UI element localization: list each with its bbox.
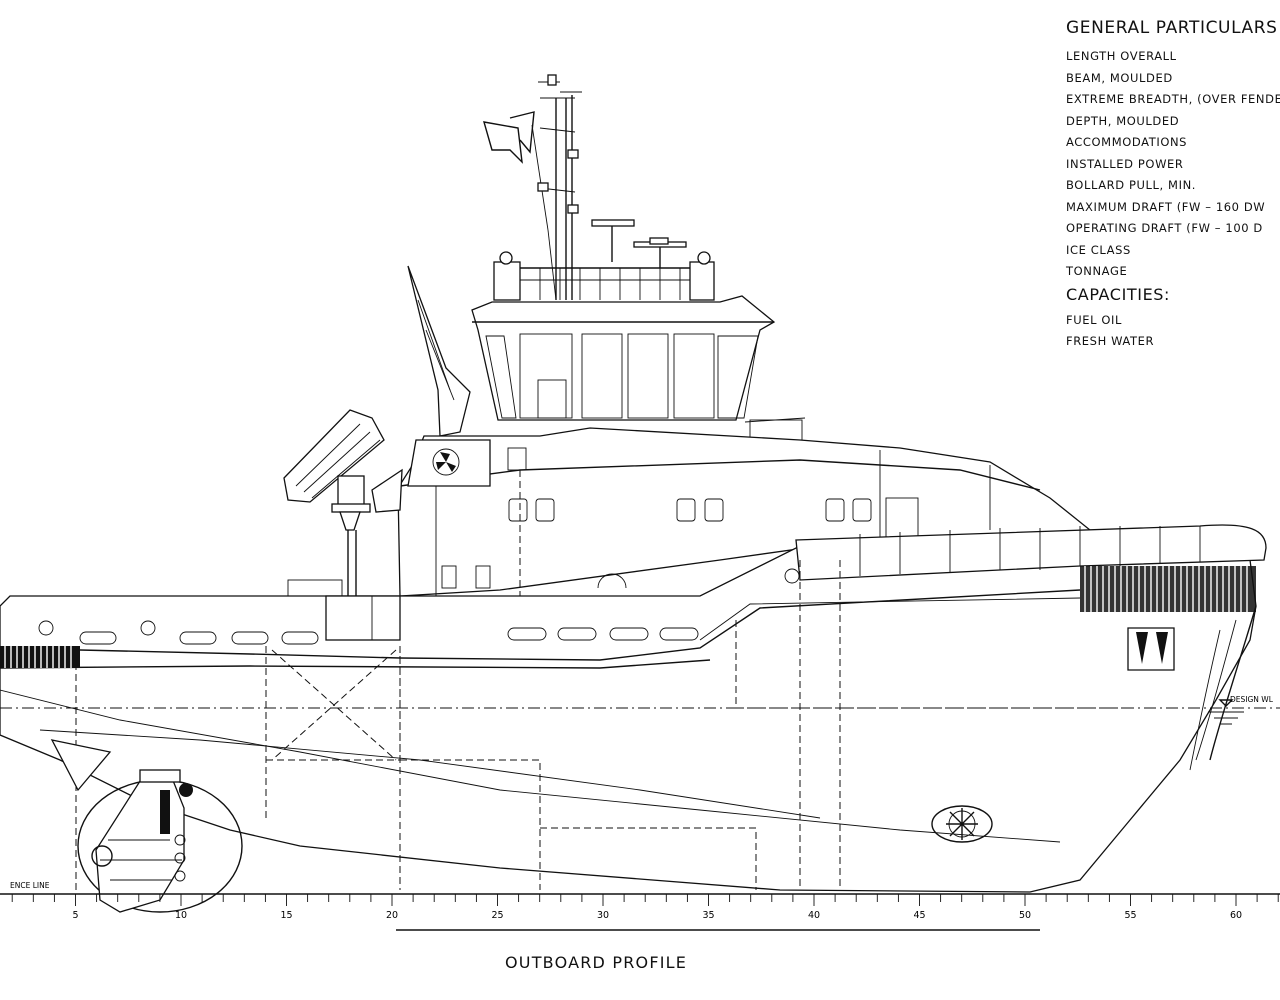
deckhouse <box>397 427 1091 600</box>
frame-label: 30 <box>597 910 609 921</box>
frame-label: 25 <box>491 910 503 921</box>
bow-thruster-icon <box>931 805 993 843</box>
particulars-title: GENERAL PARTICULARS <box>1066 18 1278 38</box>
flag-icon <box>483 111 535 164</box>
propeller-logo-icon <box>436 452 456 472</box>
particular-accommodations: ACCOMMODATIONS <box>1066 135 1188 149</box>
particular-ice-class: ICE CLASS <box>1066 242 1131 257</box>
particular-installed-power: INSTALLED POWER <box>1066 156 1184 171</box>
stern-fender <box>0 646 80 668</box>
radar-antenna <box>591 219 687 268</box>
frame-label: 10 <box>175 910 187 921</box>
frame-tick-labels: 5 10 15 20 25 30 35 40 45 50 55 60 <box>72 910 1242 921</box>
particular-extreme-breadth: EXTREME BREADTH, (OVER FENDE <box>1066 92 1280 106</box>
frame-label: 35 <box>702 910 714 921</box>
bow-fender <box>795 524 1267 612</box>
azimuth-thruster <box>50 739 243 913</box>
deckhouse-windows <box>508 498 872 522</box>
waterline-label: DESIGN WL <box>1230 695 1274 704</box>
frame-label: 20 <box>386 910 398 921</box>
frame-label: 45 <box>913 910 925 921</box>
general-particulars-block: GENERAL PARTICULARS LENGTH OVERALL BEAM,… <box>1066 18 1280 353</box>
baseline-label: ENCE LINE <box>10 881 50 890</box>
particular-bollard-pull: BOLLARD PULL, MIN. <box>1066 178 1197 192</box>
frame-label: 40 <box>808 910 820 921</box>
deck-crane <box>283 409 403 596</box>
capacity-fuel-oil: FUEL OIL <box>1066 312 1123 327</box>
particular-beam: BEAM, MOULDED <box>1066 70 1173 85</box>
particular-tonnage: TONNAGE <box>1066 264 1128 278</box>
frame-label: 55 <box>1124 910 1136 921</box>
frame-ticks <box>11 894 1279 906</box>
bulwark <box>38 565 800 641</box>
freeing-ports <box>79 627 699 645</box>
frame-label: 5 <box>72 910 78 921</box>
anchor-pocket <box>1127 627 1175 671</box>
particular-depth: DEPTH, MOULDED <box>1066 113 1180 128</box>
wheelhouse <box>471 251 806 441</box>
capacity-fresh-water: FRESH WATER <box>1066 334 1155 348</box>
frame-label: 15 <box>280 910 292 921</box>
exhaust-funnel <box>407 265 471 437</box>
frame-scale: ENCE LINE 5 10 15 20 25 30 35 40 45 50 55 60 <box>0 881 1280 931</box>
mast <box>531 74 582 301</box>
waterline-marker: DESIGN WL <box>0 695 1280 725</box>
frame-label: 50 <box>1019 910 1031 921</box>
drawing-caption: OUTBOARD PROFILE <box>505 953 688 972</box>
particular-operating-draft: OPERATING DRAFT (FW – 100 D <box>1066 221 1263 235</box>
particular-maximum-draft: MAXIMUM DRAFT (FW – 160 DW <box>1066 199 1266 214</box>
frame-label: 60 <box>1230 910 1242 921</box>
capacities-title: CAPACITIES: <box>1066 284 1171 304</box>
hull <box>0 545 1257 893</box>
particular-length-overall: LENGTH OVERALL <box>1066 49 1177 63</box>
